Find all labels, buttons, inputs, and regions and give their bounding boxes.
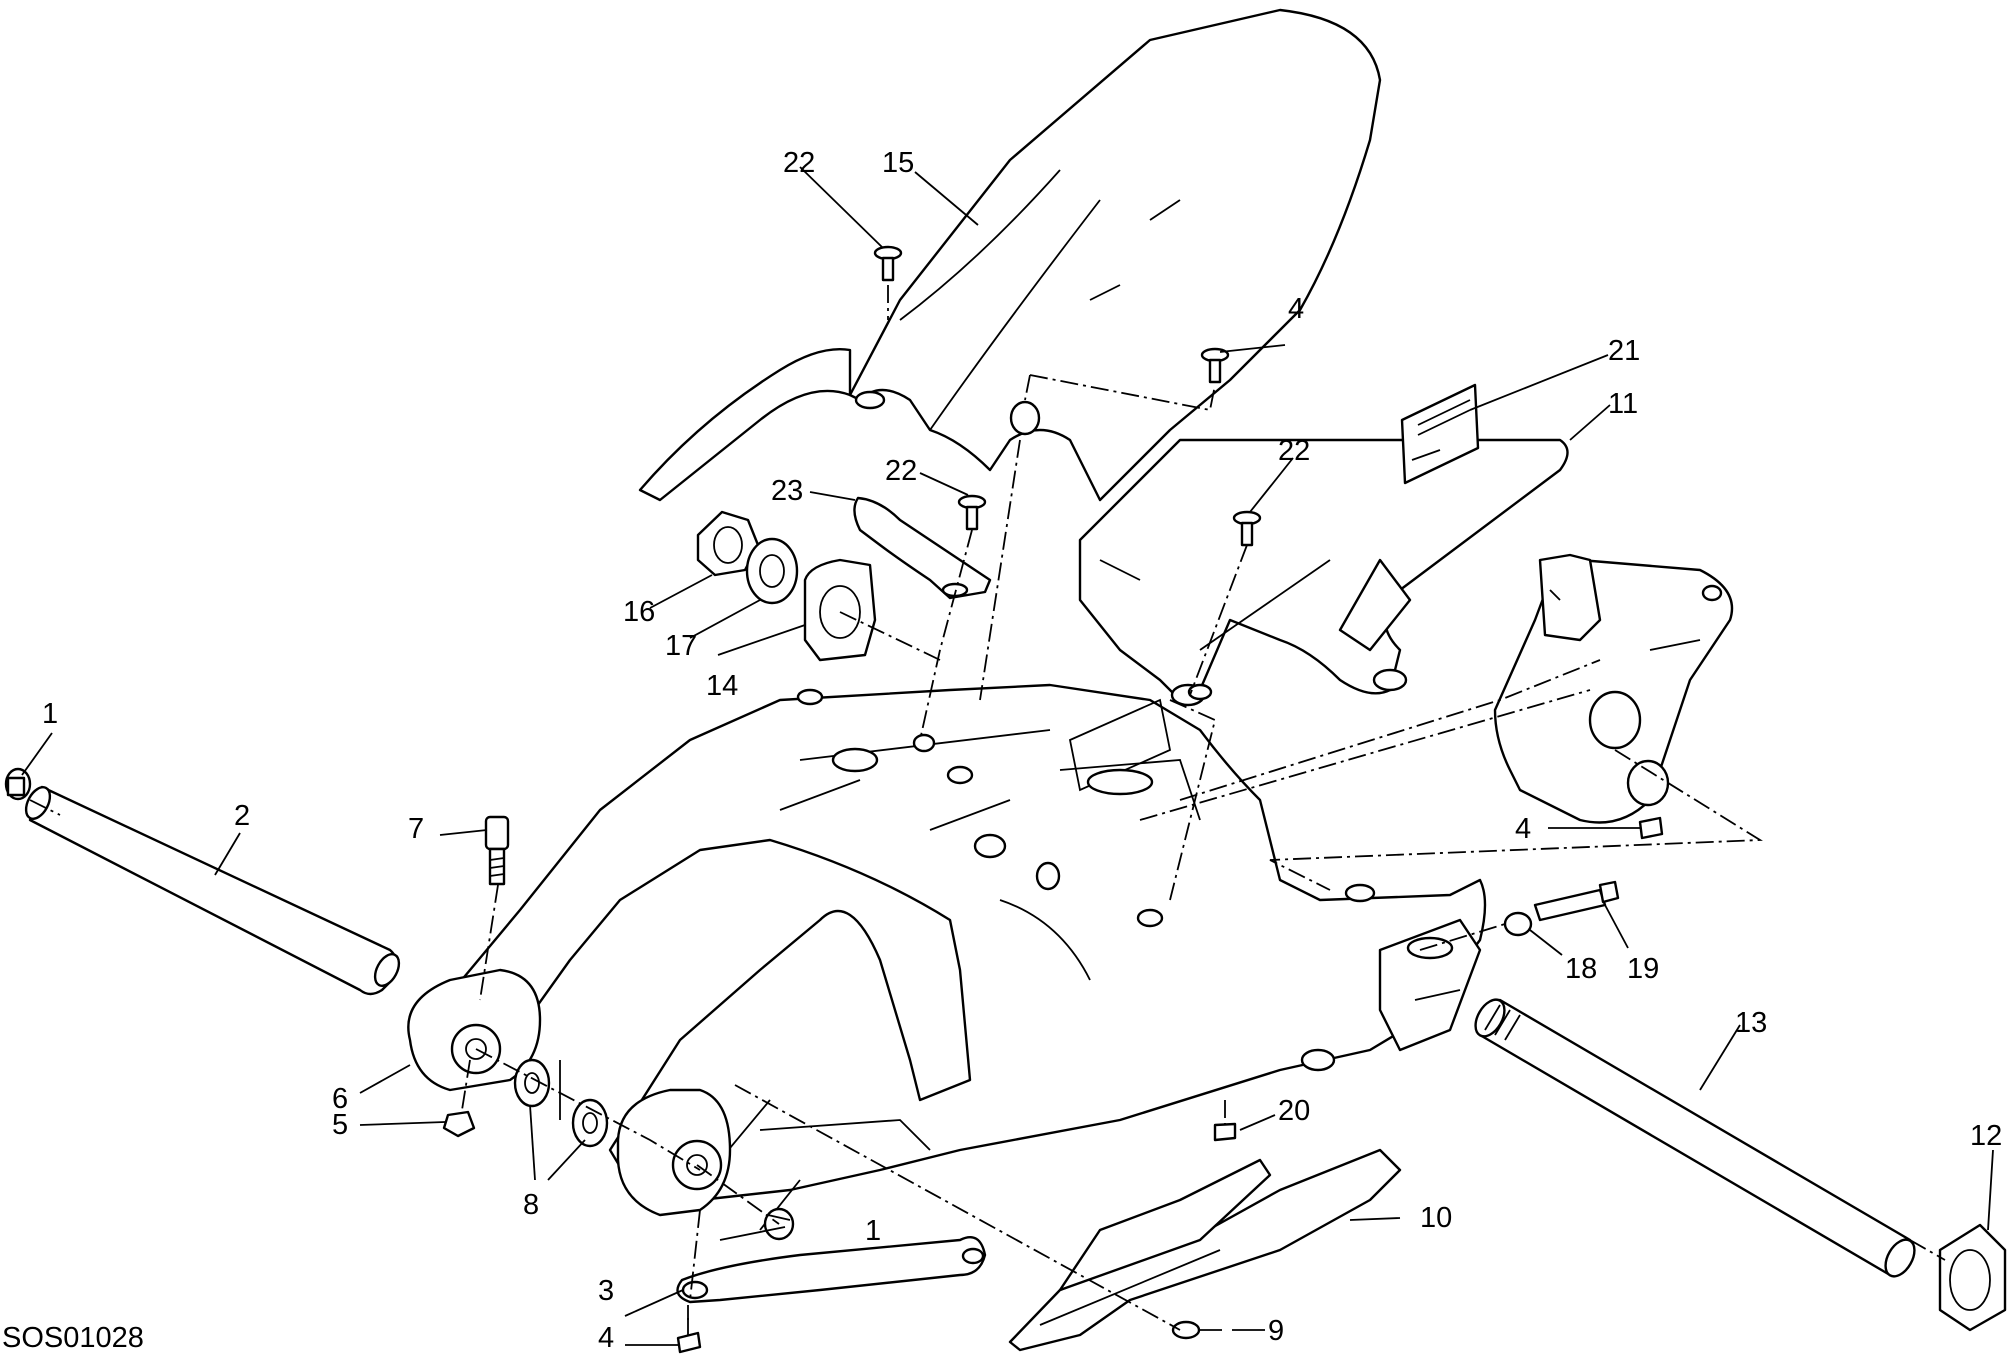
callout-22-mid: 22	[885, 455, 917, 487]
callout-20: 20	[1278, 1095, 1310, 1127]
screw-22-top-part	[873, 245, 903, 282]
washer-17-part	[745, 537, 799, 605]
washer-8a-part	[513, 1058, 551, 1108]
pivot-lug-left-part	[407, 968, 542, 1092]
screw-22-mid-part	[957, 494, 987, 531]
callout-12: 12	[1970, 1120, 2002, 1152]
screw-4-bottom-part	[676, 1318, 702, 1354]
callout-7: 7	[408, 813, 424, 845]
callout-5: 5	[332, 1109, 348, 1141]
pivot-lug-right-part	[616, 1088, 732, 1217]
callout-22-top: 22	[783, 147, 815, 179]
callout-17: 17	[665, 630, 697, 662]
callout-15: 15	[882, 147, 914, 179]
screw-4-caliper-part	[1638, 816, 1664, 840]
callout-1-bottom: 1	[865, 1215, 881, 1247]
callout-21: 21	[1608, 335, 1640, 367]
callout-19: 19	[1627, 953, 1659, 985]
screw-9-part	[1171, 1320, 1222, 1340]
callout-4-bottom: 4	[598, 1322, 614, 1354]
nut-20-part	[1213, 1122, 1237, 1142]
link-arm-part	[676, 1235, 987, 1304]
screw-22-right-part	[1232, 510, 1262, 547]
callout-4-caliper: 4	[1515, 813, 1531, 845]
brake-caliper-bracket-part	[1493, 553, 1734, 824]
callout-14: 14	[706, 670, 738, 702]
callout-8: 8	[523, 1189, 539, 1221]
wheel-axle-part	[1474, 998, 1916, 1278]
rear-mudguard-part	[638, 8, 1382, 502]
callout-16: 16	[623, 596, 655, 628]
callout-11: 11	[1608, 388, 1638, 420]
callout-4-top: 4	[1288, 293, 1304, 325]
assembly-lines	[29, 285, 1946, 1331]
bolt-19-part	[1533, 880, 1620, 922]
spacer-left-part	[4, 767, 32, 801]
callout-23: 23	[771, 475, 803, 507]
chain-slider-part	[1008, 1148, 1402, 1352]
callout-13: 13	[1735, 1007, 1767, 1039]
callout-22-right: 22	[1278, 435, 1310, 467]
warning-sticker-part	[1400, 383, 1480, 485]
nut-5-part	[442, 1110, 476, 1138]
callout-10: 10	[1420, 1202, 1452, 1234]
drawing-code: SOS01028	[2, 1322, 144, 1354]
screw-4-top-part	[1200, 347, 1230, 384]
eccentric-hub-14-part	[803, 558, 877, 662]
axle-nut-12-part	[1938, 1223, 2007, 1332]
callout-6: 6	[332, 1083, 348, 1115]
chain-guard-part	[1078, 383, 1569, 707]
callout-18: 18	[1565, 953, 1597, 985]
pivot-shaft-part	[24, 785, 401, 996]
bolt-7-part	[484, 815, 510, 886]
swingarm-body-part	[418, 683, 1487, 1231]
callout-labels: 1 2 7 6 5 8 1 3 4 9 10 12 13 20 18 19 4 …	[42, 147, 2002, 1354]
callout-1-top: 1	[42, 698, 58, 730]
spacer-18-part	[1503, 911, 1533, 937]
leader-lines	[21, 166, 1994, 1346]
callout-9: 9	[1268, 1315, 1284, 1347]
washer-8b-part	[571, 1098, 609, 1148]
callout-3: 3	[598, 1275, 614, 1307]
callout-2: 2	[234, 800, 250, 832]
